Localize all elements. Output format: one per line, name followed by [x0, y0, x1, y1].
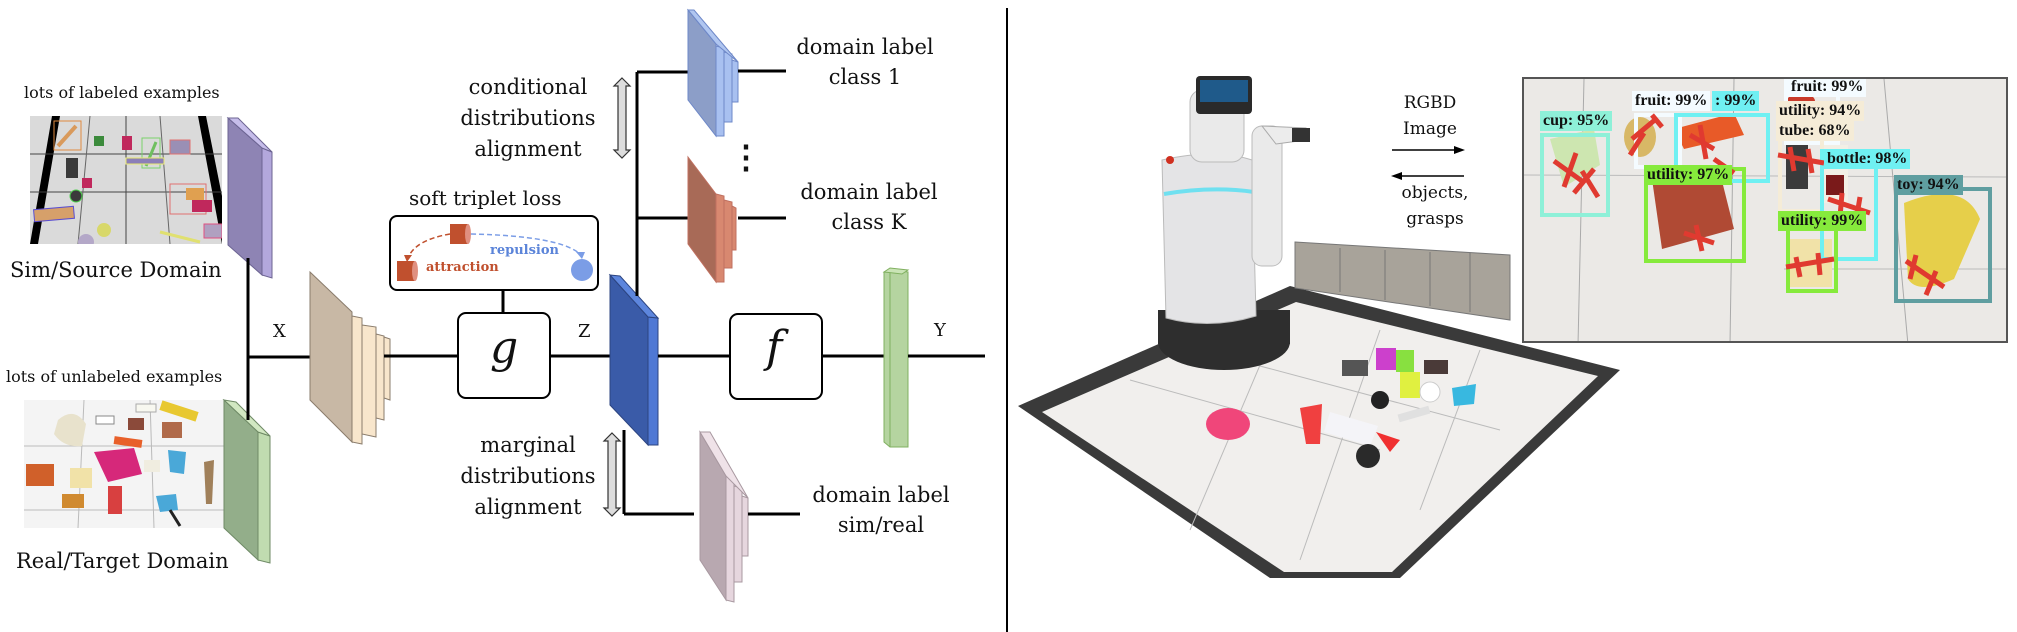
- soft-triplet-loss-title: soft triplet loss: [409, 186, 562, 210]
- z-feature-block: [608, 273, 660, 447]
- diagram-canvas: [222, 8, 985, 603]
- source-feature-block: [226, 116, 273, 279]
- detection-label-fruit-2: fruit: 99%: [1788, 79, 1867, 97]
- sim-source-image: [30, 116, 222, 244]
- rgbd-image-label: RGBD Image: [1403, 93, 1457, 139]
- arrow-left-icon: [1391, 172, 1464, 180]
- real-target-image: [24, 400, 224, 528]
- grasp-marker: [1904, 254, 1946, 296]
- grasp-marker: [1785, 252, 1835, 278]
- output-block: [882, 267, 910, 448]
- target-caption-bottom: Real/Target Domain: [16, 549, 229, 573]
- detection-label-fruit-1: fruit: 99%: [1632, 91, 1711, 111]
- head-classK-label: domain label class K: [800, 180, 938, 234]
- panel-divider: [1006, 8, 1008, 632]
- y-signal-label: Y: [934, 320, 946, 341]
- head-class1-label: domain label class 1: [796, 35, 934, 89]
- detection-label-utility-94: utility: 94%: [1776, 101, 1865, 121]
- x-signal-label: X: [273, 321, 286, 342]
- detection-label-cup: cup: 95%: [1540, 111, 1613, 131]
- repulsion-label: repulsion: [490, 243, 559, 258]
- grasp-marker: [1777, 146, 1825, 174]
- attraction-label: attraction: [426, 260, 499, 275]
- detection-box-cup: [1540, 133, 1610, 217]
- z-signal-label: Z: [578, 321, 591, 342]
- detection-label-utility-97: utility: 97%: [1644, 165, 1733, 185]
- target-feature-block: [222, 398, 271, 564]
- repulsion-arrow: [470, 233, 581, 255]
- detection-result-image: cup: 95% fruit: 99% : 99% fruit: 99% uti…: [1522, 77, 2008, 343]
- detection-label-bottle-2: bottle: 98%: [1824, 149, 1911, 169]
- classK-discriminator-block: [687, 155, 737, 284]
- detection-label-utility-99: utility: 99%: [1778, 211, 1867, 231]
- simreal-discriminator-block: [699, 430, 749, 603]
- grasp-marker: [1683, 224, 1715, 252]
- grasp-marker: [1552, 152, 1601, 199]
- source-caption-top: lots of labeled examples: [24, 83, 220, 102]
- class1-discriminator-block: [686, 8, 739, 138]
- marginal-alignment-double-arrow: [602, 432, 622, 517]
- arrow-right-icon: [1392, 146, 1465, 154]
- conditional-alignment-double-arrow: [612, 77, 632, 159]
- grasp-marker: [1627, 113, 1664, 157]
- head-simreal-label: domain label sim/real: [812, 483, 950, 537]
- target-caption-top: lots of unlabeled examples: [6, 367, 223, 386]
- soft-triplet-loss-box: [389, 215, 599, 291]
- negative-circle-icon: [571, 259, 593, 281]
- anchor-cylinder-icon: [450, 224, 471, 244]
- detection-label-toy: toy: 94%: [1894, 175, 1963, 195]
- marginal-alignment-label: marginal distributions alignment: [460, 433, 596, 519]
- f-module-label: f: [766, 322, 783, 373]
- detection-label-bottle-1: : 99%: [1712, 91, 1760, 111]
- objects-grasps-label: objects, grasps: [1401, 183, 1469, 229]
- source-caption-bottom: Sim/Source Domain: [10, 258, 222, 282]
- detection-label-tube: tube: 68%: [1776, 121, 1854, 141]
- positive-cylinder-icon: [397, 261, 418, 281]
- conditional-alignment-label: conditional distributions alignment: [460, 75, 596, 161]
- head-ellipsis: ⋮: [730, 138, 762, 176]
- encoder-block: [309, 270, 391, 445]
- g-module-label: g: [490, 322, 519, 373]
